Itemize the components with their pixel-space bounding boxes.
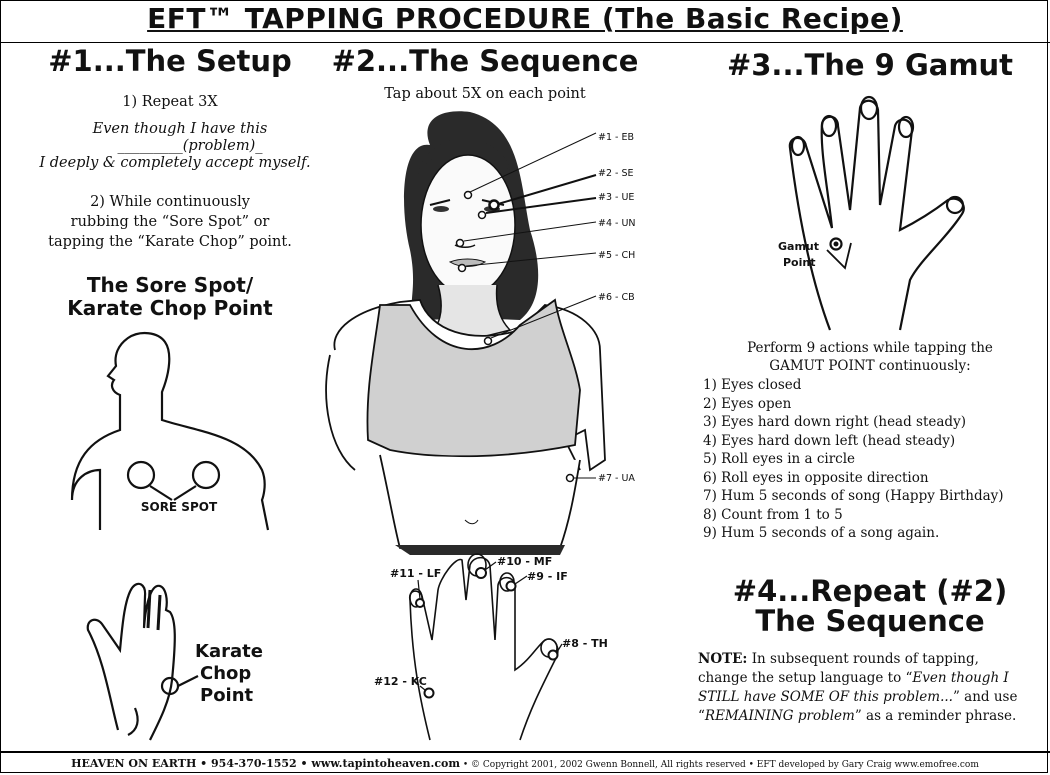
setup-affirmation-line2: _________(problem)_ [117, 138, 263, 154]
note-label: NOTE: [698, 651, 748, 667]
note-text-3: ” and use [952, 689, 1018, 705]
gamut-action-8: 8) Count from 1 to 5 [703, 506, 843, 523]
setup-step2-line2: rubbing the “Sore Spot” or [70, 214, 270, 230]
torso-outline-figure [70, 332, 270, 531]
hand-label-lf: #11 - LF [390, 567, 442, 580]
gamut-heading: #3...The 9 Gamut [726, 48, 1014, 82]
setup-step1: 1) Repeat 3X [122, 94, 218, 110]
karate-chop-hand-figure [86, 582, 199, 741]
note-ital-2: STILL have SOME OF this problem... [698, 689, 953, 705]
point-label-cb: #6 - CB [598, 292, 635, 303]
setup-affirmation-line3: I deeply & completely accept myself. [39, 155, 311, 171]
setup-step2-line1: 2) While continuously [90, 194, 250, 210]
gamut-actions-list: 1) Eyes closed 2) Eyes open 3) Eyes hard… [703, 376, 1043, 543]
page-title: EFT™ TAPPING PROCEDURE (The Basic Recipe… [147, 2, 903, 35]
gamut-action-3: 3) Eyes hard down right (head steady) [703, 414, 966, 430]
title-rule [0, 42, 1050, 43]
gamut-action-6: 6) Roll eyes in opposite direction [703, 469, 929, 486]
gamut-action-9: 9) Hum 5 seconds of a song again. [703, 525, 940, 541]
gamut-point-label-line2: Point [783, 256, 816, 269]
woman-figure [325, 111, 606, 555]
point-label-ua: #7 - UA [598, 473, 635, 484]
note-ital-1: Even though I [912, 670, 1009, 686]
footer-copyright: • © Copyright 2001, 2002 Gwenn Bonnell, … [460, 760, 979, 770]
hand-label-kc: #12 - KC [374, 675, 427, 688]
hand-label-if: #9 - IF [527, 570, 568, 583]
setup-heading: #1...The Setup [48, 44, 292, 78]
point-label-eb: #1 - EB [598, 132, 634, 143]
repeat-heading-line2: The Sequence [755, 604, 985, 638]
sore-spot-label: SORE SPOT [140, 500, 218, 514]
gamut-action-4: 4) Eyes hard down left (head steady) [703, 432, 956, 449]
sore-spot-heading-line2: Karate Chop Point [67, 296, 273, 320]
gamut-action-2: 2) Eyes open [703, 395, 792, 412]
sore-spot-markers [126, 460, 221, 501]
karate-label-line3: Point [200, 685, 254, 706]
gamut-intro-line1: Perform 9 actions while tapping the [747, 340, 993, 356]
tapping-point-markers [455, 190, 575, 483]
sequence-subtitle: Tap about 5X on each point [384, 86, 586, 102]
footer-rule [0, 751, 1050, 753]
hand-point-leaders [417, 561, 563, 691]
hand-label-th: #8 - TH [562, 637, 608, 650]
note-text-2: change the setup language to “ [698, 670, 913, 686]
gamut-action-7: 7) Hum 5 seconds of song (Happy Birthday… [703, 488, 1004, 504]
repeat-note: NOTE: In subsequent rounds of tapping, c… [698, 650, 1043, 726]
sore-spot-heading-line1: The Sore Spot/ [86, 273, 254, 297]
hand-label-mf: #10 - MF [497, 555, 553, 568]
tapping-point-leaders [463, 132, 597, 479]
note-ital-3: REMAINING problem [704, 708, 855, 724]
repeat-heading-line1: #4...Repeat (#2) [732, 574, 1008, 608]
gamut-intro-line2: GAMUT POINT continuously: [769, 358, 971, 374]
gamut-hand-figure [788, 95, 965, 331]
hand-tapping-points [415, 567, 559, 699]
setup-affirmation-line1: Even though I have this [92, 121, 268, 137]
point-label-ch: #5 - CH [598, 250, 636, 261]
karate-label-line1: Karate [195, 641, 263, 662]
note-text-5: ” as a reminder phrase. [854, 708, 1017, 724]
point-label-un: #4 - UN [598, 218, 636, 229]
note-text-1: In subsequent rounds of tapping, [747, 651, 979, 667]
note-text-4: “ [698, 708, 705, 724]
gamut-point-label-line1: Gamut [778, 240, 820, 253]
gamut-action-1: 1) Eyes closed [703, 377, 802, 393]
point-label-se: #2 - SE [598, 168, 634, 179]
sequence-heading: #2...The Sequence [331, 44, 639, 78]
gamut-action-5: 5) Roll eyes in a circle [703, 451, 856, 467]
setup-step2-line3: tapping the “Karate Chop” point. [48, 234, 292, 250]
point-label-ue: #3 - UE [598, 192, 635, 203]
karate-label-line2: Chop [200, 663, 252, 684]
footer-org: HEAVEN ON EARTH • 954-370-1552 • www.tap… [71, 757, 461, 770]
footer: HEAVEN ON EARTH • 954-370-1552 • www.tap… [0, 757, 1050, 770]
